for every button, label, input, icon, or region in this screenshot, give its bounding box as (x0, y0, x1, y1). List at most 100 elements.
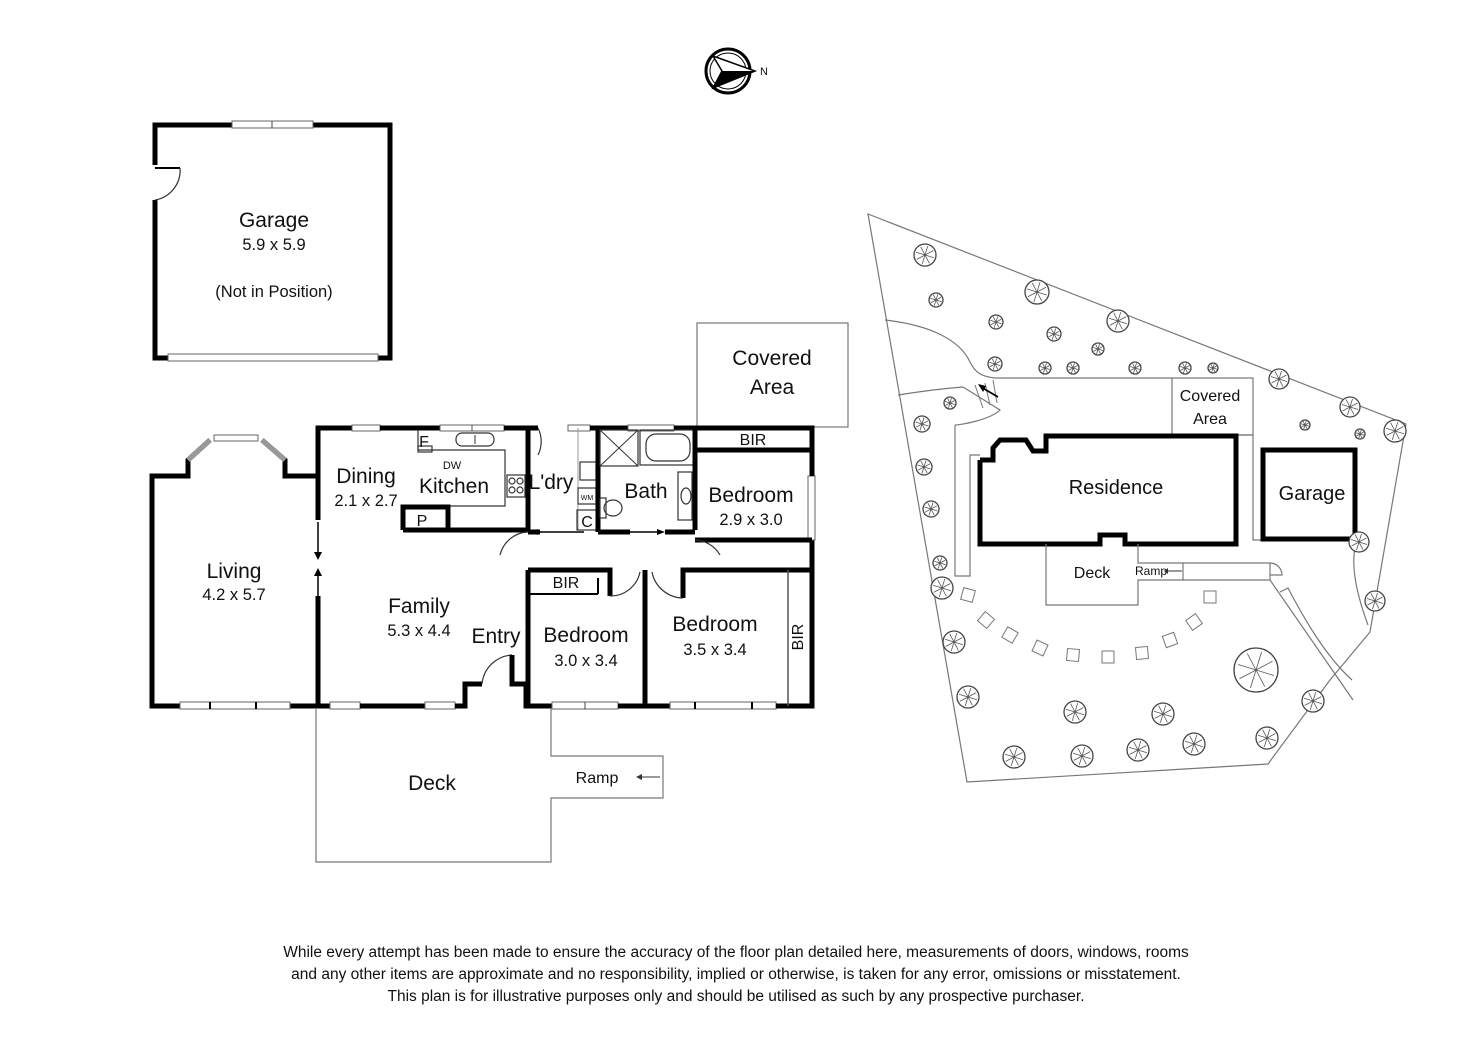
tree-icon (1024, 279, 1050, 305)
fridge-label: F (419, 434, 429, 451)
site-plan: Covered Area Residence Garage Deck Ramp (867, 213, 1407, 783)
tree-icon (1299, 419, 1311, 431)
dining-label: Dining (336, 465, 396, 488)
room-labels: Living 4.2 x 5.7 Dining 2.1 x 2.7 F DW K… (202, 432, 807, 795)
dining-dims: 2.1 x 2.7 (334, 492, 397, 510)
tree-icon (1233, 647, 1279, 693)
site-covered-area-line1: Covered (1180, 388, 1240, 405)
tree-icon (1091, 342, 1105, 356)
covered-area: Covered Area (696, 322, 849, 428)
interior-walls: WM C (400, 428, 812, 706)
tree-icon (922, 500, 940, 518)
trees (913, 243, 1407, 769)
deck-area (315, 709, 664, 863)
site-covered-area-line2: Area (1193, 411, 1227, 428)
garage-plan: Garage 5.9 x 5.9 (Not in Position) (152, 120, 393, 362)
living-dims: 4.2 x 5.7 (202, 586, 265, 604)
tree-icon (1070, 744, 1094, 768)
washing-machine-label: WM (581, 495, 594, 502)
stepping-stone (1184, 612, 1204, 632)
tree-icon (1255, 726, 1279, 750)
stepping-stones (960, 587, 1217, 664)
stepping-stone (1031, 639, 1049, 657)
tree-icon (1207, 362, 1219, 374)
family-label: Family (388, 595, 450, 618)
north-arrow-icon: N (704, 47, 768, 95)
house-walls (149, 424, 816, 710)
covered-area-label-line2: Area (750, 376, 795, 399)
bedroom3-label: Bedroom (672, 613, 757, 636)
disclaimer: While every attempt has been made to ens… (0, 942, 1472, 1008)
stepping-stone (976, 610, 996, 630)
disclaimer-line-2: and any other items are approximate and … (291, 966, 1181, 983)
stepping-stone (1001, 626, 1019, 644)
stepping-stone (1161, 631, 1179, 649)
tree-icon (928, 292, 944, 308)
site-boundary (867, 213, 1407, 783)
tree-icon (942, 630, 966, 654)
tree-icon (1038, 361, 1052, 375)
dishwasher-label: DW (443, 460, 462, 472)
tree-icon (1339, 396, 1361, 418)
disclaimer-line-3: This plan is for illustrative purposes o… (387, 988, 1085, 1005)
tree-icon (1126, 738, 1150, 762)
bath-label: Bath (624, 480, 667, 503)
tree-icon (1383, 419, 1407, 443)
living-label: Living (207, 560, 262, 583)
stepping-stone (1101, 650, 1115, 664)
stepping-stone (1065, 647, 1081, 663)
tree-icon (1182, 732, 1206, 756)
tree-icon (987, 356, 1003, 372)
tree-icon (1063, 700, 1087, 724)
entry-label: Entry (471, 625, 521, 648)
tree-icon (1178, 361, 1192, 375)
ramp-label: Ramp (576, 770, 619, 787)
pantry-label: P (417, 513, 428, 530)
kitchen-label: Kitchen (419, 475, 489, 498)
covered-area-label-line1: Covered (732, 347, 811, 370)
bedroom1-label: Bedroom (708, 484, 793, 507)
deck-label: Deck (408, 772, 456, 795)
tree-icon (1066, 361, 1080, 375)
bir-label-bedroom3: BIR (790, 624, 807, 651)
residence-label: Residence (1069, 477, 1164, 499)
garage-dims: 5.9 x 5.9 (242, 236, 305, 254)
site-garage-label: Garage (1279, 483, 1346, 505)
cupboard-label: C (581, 514, 593, 531)
stepping-stone (960, 587, 976, 603)
tree-icon (988, 314, 1004, 330)
tree-icon (943, 396, 957, 410)
tree-icon (1046, 326, 1062, 342)
bir-label-bedroom1: BIR (740, 432, 767, 449)
garage-note: (Not in Position) (215, 283, 332, 301)
tree-icon (932, 555, 948, 571)
bir-label-bedroom2: BIR (553, 575, 580, 592)
bedroom1-dims: 2.9 x 3.0 (719, 511, 782, 529)
tree-icon (1002, 745, 1026, 769)
laundry-label: L'dry (529, 471, 574, 494)
tree-icon (1354, 428, 1366, 440)
site-ramp-label: Ramp (1135, 564, 1167, 578)
disclaimer-line-1: While every attempt has been made to ens… (283, 944, 1189, 961)
tree-icon (1106, 309, 1130, 333)
bedroom2-label: Bedroom (543, 624, 628, 647)
family-dims: 5.3 x 4.4 (387, 622, 450, 640)
tree-icon (1348, 531, 1370, 553)
tree-icon (915, 458, 933, 476)
tree-icon (956, 685, 980, 709)
tree-icon (1301, 689, 1325, 713)
stepping-stone (1134, 645, 1150, 661)
bedroom2-dims: 3.0 x 3.4 (554, 652, 617, 670)
garage-label: Garage (239, 209, 309, 232)
tree-icon (930, 576, 954, 600)
stepping-stone (1203, 590, 1217, 604)
tree-icon (1151, 702, 1175, 726)
tree-icon (1268, 368, 1290, 390)
tree-icon (1364, 590, 1386, 612)
compass-label: N (760, 66, 768, 78)
site-deck-label: Deck (1074, 565, 1111, 582)
tree-icon (913, 415, 931, 433)
bedroom3-dims: 3.5 x 3.4 (683, 641, 746, 659)
tree-icon (1128, 361, 1142, 375)
